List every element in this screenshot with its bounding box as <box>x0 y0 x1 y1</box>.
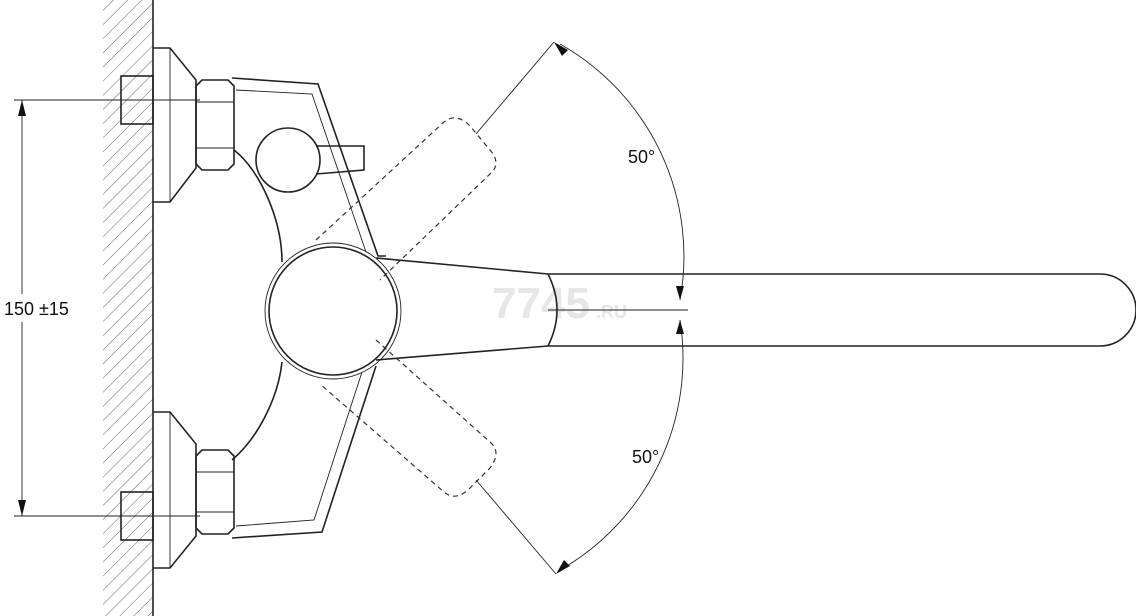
lower-eccentric-fitting <box>120 411 235 569</box>
watermark-suffix: .RU <box>596 302 627 322</box>
height-dimension: 150 ±15 <box>2 99 200 517</box>
spout-swing-outline <box>315 117 497 497</box>
spout <box>375 257 1136 361</box>
angle-lower-label: 50° <box>632 447 659 467</box>
faucet-body <box>231 77 386 539</box>
angle-upper-label: 50° <box>628 147 655 167</box>
watermark-text: 7745 <box>492 279 590 328</box>
height-dimension-label: 150 ±15 <box>4 299 69 319</box>
wall <box>103 0 154 616</box>
watermark: 7745 .RU <box>492 279 627 328</box>
angle-dimension: 50° 50° <box>475 41 688 575</box>
mixer-hub <box>264 242 402 380</box>
diverter-knob <box>255 127 365 193</box>
